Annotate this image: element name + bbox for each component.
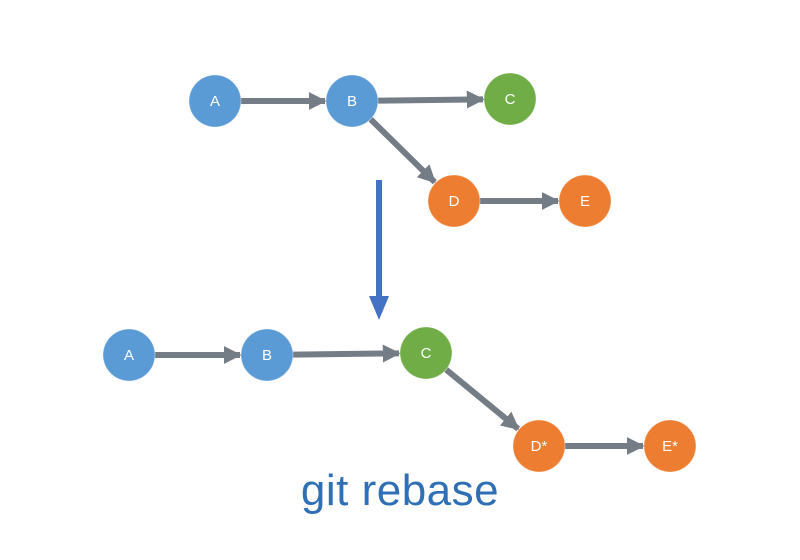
before-edge-b-to-d bbox=[368, 117, 437, 185]
nodes-layer: A B C D E A B C D* E* bbox=[102, 72, 697, 473]
after-commit-label-d-star: D* bbox=[531, 438, 548, 455]
after-commit-e-star: E* bbox=[643, 419, 697, 473]
after-commit-label-a: A bbox=[124, 347, 134, 364]
after-commit-label-c: C bbox=[421, 345, 432, 362]
after-edge-b-to-c bbox=[292, 344, 401, 363]
after-commit-a: A bbox=[102, 328, 156, 382]
after-commit-circle-c bbox=[399, 326, 453, 380]
before-commit-label-b: B bbox=[347, 93, 357, 110]
before-commit-b: B bbox=[325, 74, 379, 128]
before-commit-label-a: A bbox=[210, 93, 220, 110]
before-commit-circle-a bbox=[188, 74, 242, 128]
before-commit-circle-b bbox=[325, 74, 379, 128]
before-commit-circle-e bbox=[558, 174, 612, 228]
after-commit-d-star: D* bbox=[512, 419, 566, 473]
before-commit-c: C bbox=[483, 72, 537, 126]
after-commit-c: C bbox=[399, 326, 453, 380]
after-commit-circle-a bbox=[102, 328, 156, 382]
edges-layer bbox=[155, 90, 645, 455]
after-commit-label-e-star: E* bbox=[662, 438, 678, 455]
before-commit-a: A bbox=[188, 74, 242, 128]
after-commit-circle-d-star bbox=[512, 419, 566, 473]
before-commit-label-e: E bbox=[580, 193, 590, 210]
before-edge-b-to-c bbox=[377, 90, 485, 109]
transform-layer bbox=[369, 180, 389, 320]
after-commit-circle-e-star bbox=[643, 419, 697, 473]
transform-arrow-head bbox=[369, 296, 389, 320]
caption-title: git rebase bbox=[300, 466, 500, 515]
before-commit-circle-d bbox=[427, 174, 481, 228]
before-commit-circle-c bbox=[483, 72, 537, 126]
transform-arrow-shaft bbox=[376, 180, 382, 298]
before-commit-label-d: D bbox=[449, 193, 460, 210]
after-commit-label-b: B bbox=[262, 347, 272, 364]
after-commit-circle-b bbox=[240, 328, 294, 382]
after-commit-b: B bbox=[240, 328, 294, 382]
before-commit-d: D bbox=[427, 174, 481, 228]
before-commit-label-c: C bbox=[505, 91, 516, 108]
before-commit-e: E bbox=[558, 174, 612, 228]
after-edge-c-to-d-star bbox=[444, 367, 521, 432]
